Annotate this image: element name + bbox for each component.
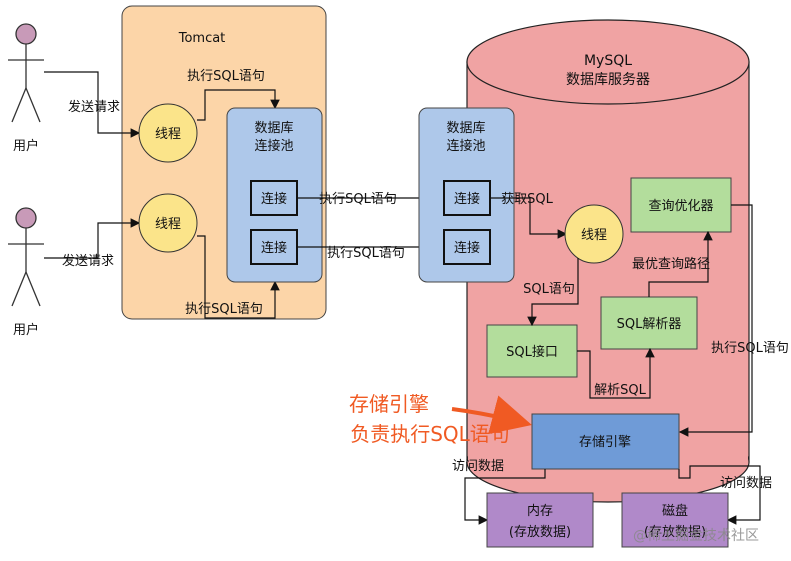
exec-sql-mid-top: 执行SQL语句 [319,192,397,207]
tomcat-thread-top-label: 线程 [155,127,181,142]
disk-line1: 磁盘 [662,503,688,519]
thread-to-pool-arrows [197,89,280,319]
exec-sql-tomcat-bottom: 执行SQL语句 [185,302,263,317]
user-label-bottom: 用户 [13,322,39,338]
query-optimizer-label: 查询优化器 [648,199,713,214]
pool-left-line2: 连接池 [254,138,293,154]
pool-right-line2: 连接池 [446,138,485,154]
connection-right-bottom-label: 连接 [454,240,480,256]
send-request-label-bottom: 发送请求 [62,253,114,269]
send-request-arrows [44,71,141,259]
sql-interface-box [486,324,578,378]
tomcat-label: Tomcat [178,31,226,46]
tomcat-thread-top [138,103,198,163]
sql-interface-label: SQL接口 [506,344,558,360]
exec-sql-right-label: 执行SQL语句 [711,341,789,356]
tomcat-thread-bottom-label: 线程 [155,217,181,232]
memory-line1: 内存 [527,503,553,519]
pool-left-line1: 数据库 [254,120,293,136]
watermark: @稀土掘金技术社区 [633,528,759,544]
memory-box [486,492,594,548]
disk-box [621,492,729,548]
disk-line2: (存放数据) [644,525,706,540]
tomcat-thread-bottom [138,193,198,253]
sql-parser-label: SQL解析器 [617,317,682,332]
pool-right-line1: 数据库 [446,120,485,136]
best-path-label: 最优查询路径 [632,256,710,272]
mysql-thread-label: 线程 [581,228,607,243]
send-request-label-top: 发送请求 [68,99,120,115]
exec-sql-mid-bottom: 执行SQL语句 [327,246,405,261]
note-line1: 存储引擎 [349,392,429,416]
storage-engine-label: 存储引擎 [579,435,631,450]
exec-sql-tomcat-top: 执行SQL语句 [187,69,265,84]
connection-left-top [250,180,298,216]
connection-left-bottom-label: 连接 [261,240,287,256]
query-optimizer-box [630,177,732,233]
get-sql-arrow [490,197,568,239]
sql-statement-label: SQL语句 [523,282,575,297]
user-label-top: 用户 [13,138,39,154]
mysql-thread [564,204,624,264]
parse-sql-label: 解析SQL [594,383,646,398]
access-data-arrows [464,465,761,525]
access-data-right-label: 访问数据 [720,476,772,491]
storage-engine-box [531,413,680,470]
note-line2: 负责执行SQL语句 [350,422,510,446]
note-arrow [451,395,532,435]
mysql-title-line2: 数据库服务器 [566,72,650,88]
access-data-left-label: 访问数据 [452,459,504,474]
mysql-internal-arrows [527,204,753,437]
connection-right-top-label: 连接 [454,191,480,207]
user-icon-bottom [8,207,44,307]
connection-left-top-label: 连接 [261,191,287,207]
mysql-title-line1: MySQL [584,53,632,69]
memory-line2: (存放数据) [509,525,571,540]
get-sql-label: 获取SQL [501,192,553,207]
user-icon-top [8,23,44,123]
connection-right-bottom [443,229,491,265]
